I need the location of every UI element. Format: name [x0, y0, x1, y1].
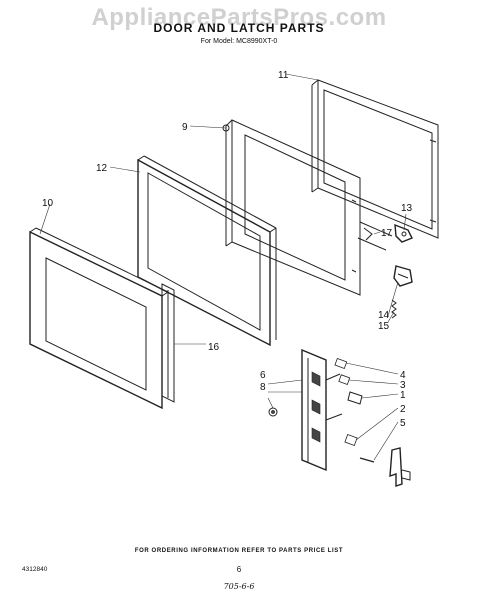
- part-12-door-frame: [137, 155, 277, 347]
- callout-14: 14: [378, 310, 390, 321]
- part-5-screw: [359, 457, 375, 463]
- part-14-latch-lever: [393, 265, 413, 287]
- document-part-number: 4312840: [22, 566, 48, 573]
- part-16-choke-strip: [161, 283, 175, 403]
- page-number: 6: [236, 565, 242, 574]
- part-10-door-panel: [29, 227, 169, 410]
- part-3-switch: [338, 374, 351, 385]
- callout-6: 6: [260, 370, 266, 381]
- callout-5: 5: [400, 418, 406, 429]
- part-15-spring: [391, 299, 397, 319]
- part-9-inner-panel: [222, 119, 361, 296]
- callout-16: 16: [208, 342, 220, 353]
- callout-13: 13: [401, 203, 413, 214]
- part-17-latch-arm: [357, 221, 393, 251]
- page-title: DOOR AND LATCH PARTS: [153, 21, 325, 35]
- callout-10: 10: [42, 198, 54, 209]
- part-1-actuator: [347, 391, 363, 405]
- callout-11: 11: [278, 70, 289, 81]
- callout-8: 8: [260, 382, 266, 393]
- latch-assembly: [301, 348, 343, 472]
- callout-labels: 11 9 12 10 13 17 14 15 16 4 3 1 2 5 6 8: [42, 70, 413, 429]
- ordering-info: FOR ORDERING INFORMATION REFER TO PARTS …: [134, 548, 344, 554]
- leader-lines: [39, 73, 407, 461]
- handwritten-note: 705-6-6: [223, 582, 255, 591]
- watermark: AppliancePartsPros.com: [91, 4, 387, 31]
- callout-2: 2: [400, 404, 406, 415]
- model-label: For Model: MC8990XT-0: [200, 38, 278, 45]
- callout-17: 17: [381, 228, 393, 239]
- part-4-switch: [334, 357, 348, 369]
- part-13-hinge: [394, 223, 413, 243]
- callout-4: 4: [400, 370, 406, 381]
- callout-15: 15: [378, 321, 390, 332]
- part-6-8-nut: [268, 407, 278, 417]
- callout-9: 9: [182, 122, 188, 133]
- part-5b-bracket: [389, 447, 411, 487]
- callout-12: 12: [96, 163, 108, 174]
- callout-3: 3: [400, 380, 406, 391]
- part-11-rear-frame: [311, 79, 439, 239]
- callout-1: 1: [400, 390, 406, 401]
- part-2-switch: [344, 434, 358, 446]
